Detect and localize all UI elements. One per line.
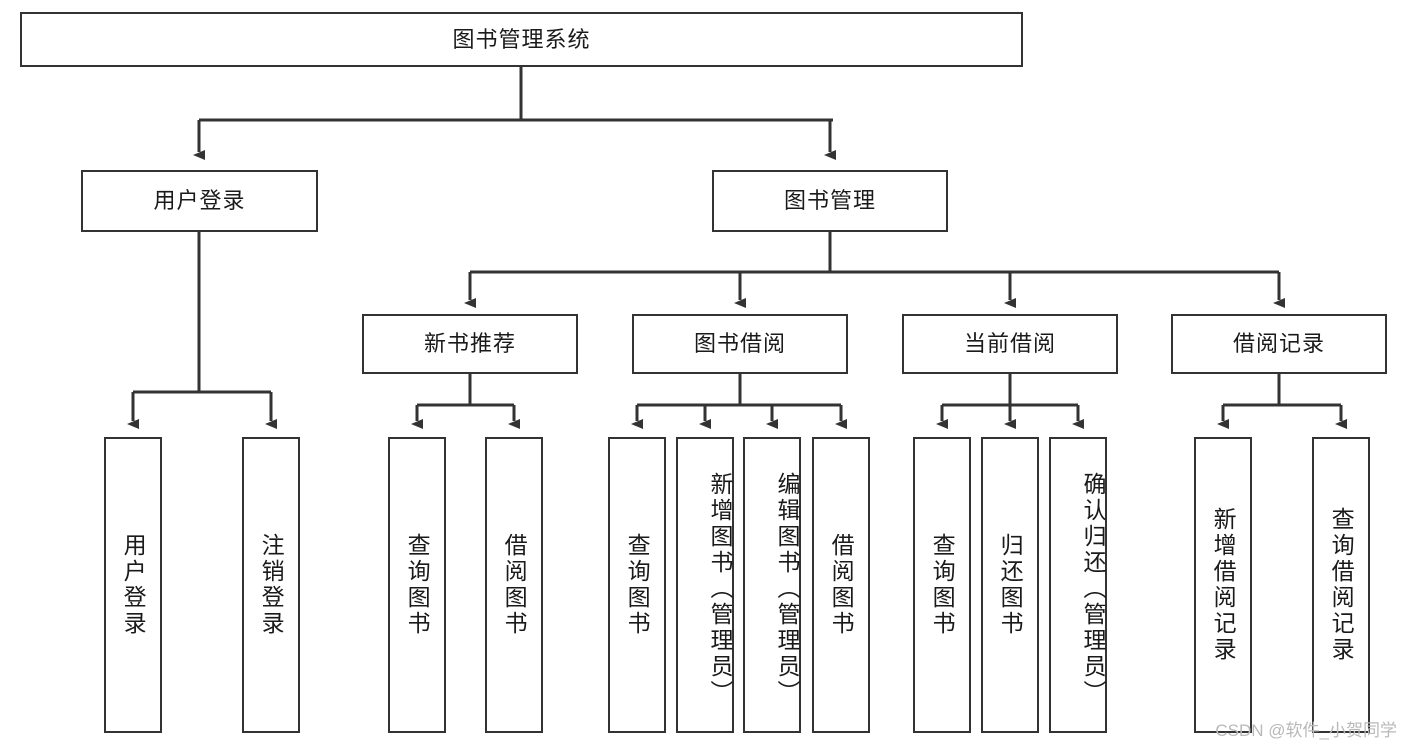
leaf-edit-book-admin[interactable]: 编辑图书（管理员） [743, 437, 801, 733]
leaf-logout[interactable]: 注销登录 [242, 437, 300, 733]
node-label: 当前借阅 [963, 331, 1056, 357]
node-label: 借阅图书 [501, 533, 528, 637]
watermark-text: CSDN @软件_小贺同学 [1215, 721, 1397, 740]
leaf-borrow-book-recommend[interactable]: 借阅图书 [485, 437, 543, 733]
node-label: 新书推荐 [423, 331, 516, 357]
node-new-book-recommend[interactable]: 新书推荐 [362, 314, 578, 374]
node-current-borrow[interactable]: 当前借阅 [902, 314, 1118, 374]
leaf-add-borrow-record[interactable]: 新增借阅记录 [1194, 437, 1252, 733]
node-label: 确认归还（管理员） [1080, 472, 1106, 706]
node-label: 查询图书 [929, 533, 956, 637]
leaf-return-book[interactable]: 归还图书 [981, 437, 1039, 733]
node-label: 查询图书 [624, 533, 651, 637]
node-label: 注销登录 [258, 533, 285, 637]
leaf-user-login[interactable]: 用户登录 [104, 437, 162, 733]
leaf-confirm-return-admin[interactable]: 确认归还（管理员） [1049, 437, 1107, 733]
node-label: 新增借阅记录 [1210, 507, 1237, 663]
node-label: 用户登录 [153, 188, 246, 214]
node-label: 查询图书 [404, 533, 431, 637]
node-label: 查询借阅记录 [1328, 507, 1355, 663]
node-label: 借阅记录 [1232, 331, 1325, 357]
node-label: 新增图书（管理员） [707, 472, 733, 706]
leaf-query-book-recommend[interactable]: 查询图书 [388, 437, 446, 733]
node-label: 借阅图书 [828, 533, 855, 637]
leaf-query-borrow-record[interactable]: 查询借阅记录 [1312, 437, 1370, 733]
node-label: 图书借阅 [693, 331, 786, 357]
node-book-management[interactable]: 图书管理 [712, 170, 948, 232]
node-label: 编辑图书（管理员） [774, 472, 800, 706]
leaf-add-book-admin[interactable]: 新增图书（管理员） [676, 437, 734, 733]
leaf-borrow-book-borrow[interactable]: 借阅图书 [812, 437, 870, 733]
node-book-borrow[interactable]: 图书借阅 [632, 314, 848, 374]
node-user-login[interactable]: 用户登录 [81, 170, 318, 232]
node-label: 图书管理系统 [452, 26, 591, 52]
leaf-query-book-borrow[interactable]: 查询图书 [608, 437, 666, 733]
node-root-system[interactable]: 图书管理系统 [20, 12, 1023, 67]
node-borrow-record[interactable]: 借阅记录 [1171, 314, 1387, 374]
node-label: 图书管理 [783, 188, 876, 214]
leaf-query-book-current[interactable]: 查询图书 [913, 437, 971, 733]
node-label: 归还图书 [997, 533, 1024, 637]
node-label: 用户登录 [120, 533, 147, 637]
